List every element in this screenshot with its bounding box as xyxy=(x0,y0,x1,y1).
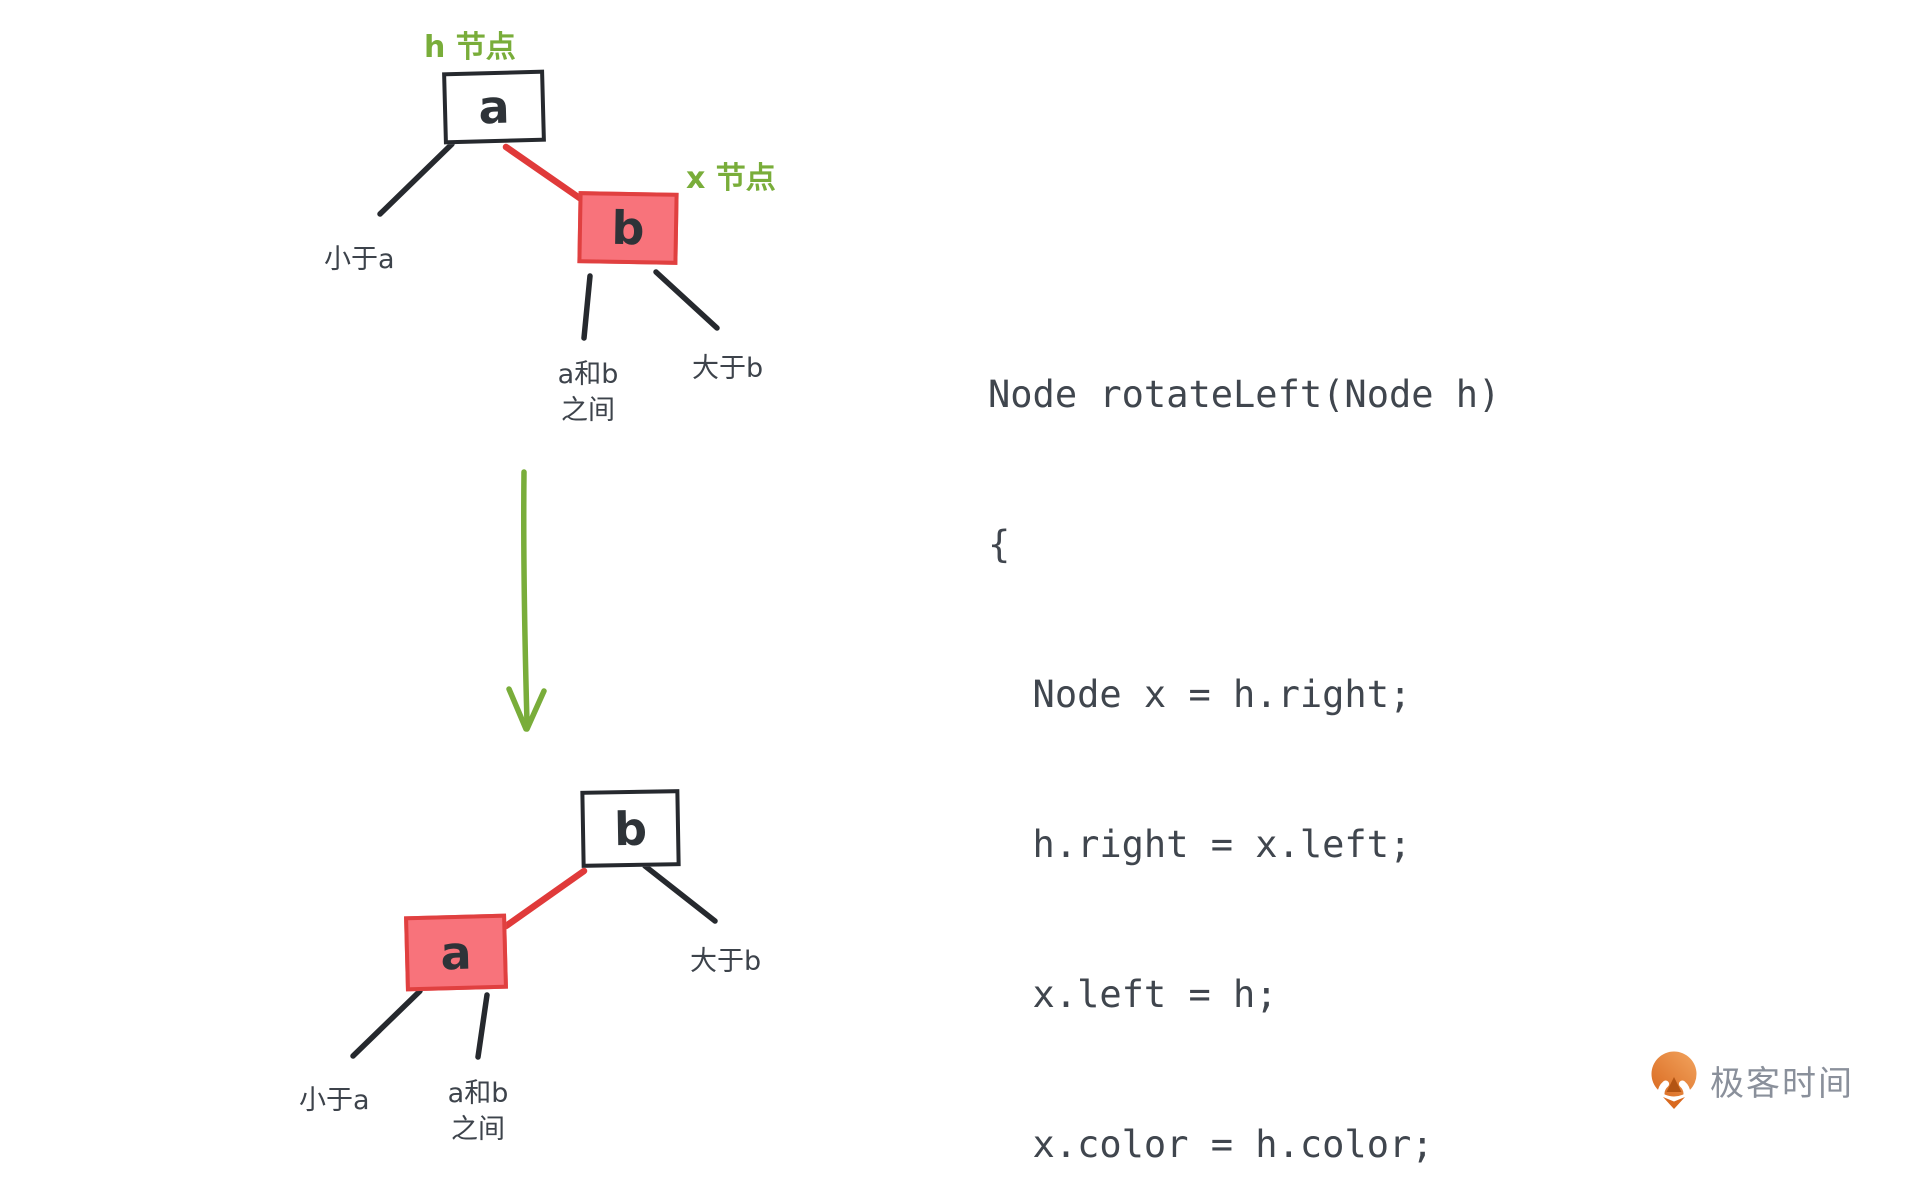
top-edge-a-to-b-red xyxy=(502,143,585,203)
code-line: x.color = h.color; xyxy=(988,1123,1434,1166)
top-leaf-between-a-and-b: a和b 之间 xyxy=(543,357,633,429)
geektime-logo: 极客时间 xyxy=(1650,1050,1854,1110)
bottom-leaf-between-line1: a和b xyxy=(447,1078,509,1109)
top-leaf-greater-than-b: 大于b xyxy=(692,353,764,384)
top-node-a: a xyxy=(442,69,546,145)
x-node-label: x 节点 xyxy=(686,161,776,196)
bottom-node-b-letter: b xyxy=(613,801,648,856)
bottom-edge-b-right xyxy=(642,863,718,924)
bottom-node-b: b xyxy=(580,789,681,868)
top-leaf-between-line1: a和b xyxy=(557,359,619,390)
code-line: Node rotateLeft(Node h) xyxy=(988,373,1501,416)
bottom-leaf-between-line2: 之间 xyxy=(451,1114,505,1145)
h-node-label: h 节点 xyxy=(424,30,516,65)
bottom-node-a-letter: a xyxy=(439,925,473,980)
geektime-logo-text: 极客时间 xyxy=(1710,1063,1854,1104)
top-edge-a-left xyxy=(377,141,455,217)
top-node-b: b xyxy=(577,191,679,265)
rotate-left-code-block: Node rotateLeft(Node h) { Node x = h.rig… xyxy=(988,270,1567,1178)
top-edge-b-mid xyxy=(581,273,593,341)
bottom-leaf-between-a-and-b: a和b 之间 xyxy=(433,1076,523,1148)
top-leaf-between-line2: 之间 xyxy=(561,395,615,426)
top-node-b-letter: b xyxy=(611,200,645,256)
top-leaf-less-than-a: 小于a xyxy=(324,244,395,275)
bottom-edge-a-left xyxy=(350,988,423,1059)
bottom-node-a: a xyxy=(404,913,508,992)
code-line: h.right = x.left; xyxy=(988,823,1412,866)
geektime-logo-icon xyxy=(1651,1051,1697,1110)
bottom-edge-a-mid xyxy=(475,992,490,1060)
top-edge-b-right xyxy=(653,269,720,331)
top-node-a-letter: a xyxy=(477,79,511,135)
bottom-leaf-greater-than-b: 大于b xyxy=(690,946,762,977)
bottom-leaf-less-than-a: 小于a xyxy=(299,1085,370,1116)
code-line: x.left = h; xyxy=(988,973,1278,1016)
down-arrow-shaft xyxy=(520,469,530,726)
code-line: Node x = h.right; xyxy=(988,673,1412,716)
bottom-edge-b-to-a-red xyxy=(502,867,588,930)
down-arrow-head xyxy=(506,686,547,732)
code-line: { xyxy=(988,523,1011,566)
